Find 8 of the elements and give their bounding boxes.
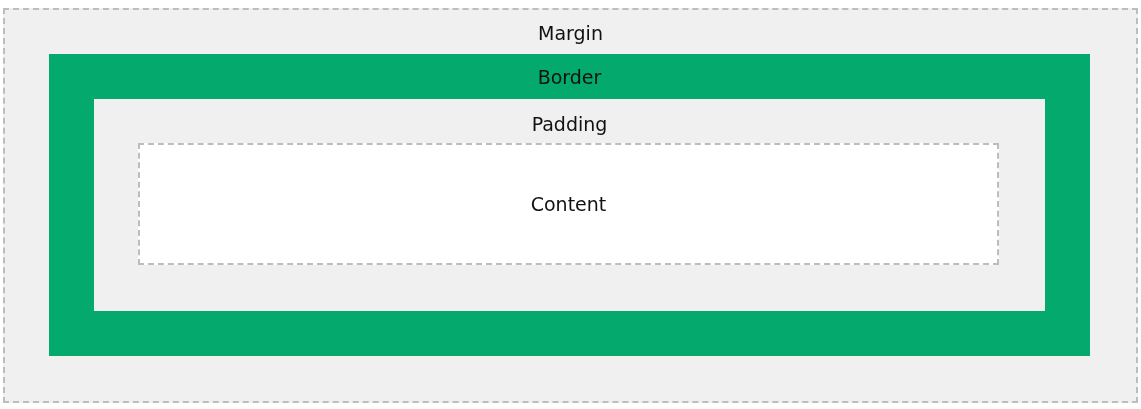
- margin-area: [3, 8, 1138, 403]
- padding-area: [94, 99, 1045, 311]
- area-label: Content: [530, 192, 607, 216]
- border-area: [49, 54, 1090, 356]
- content-area: [138, 143, 999, 265]
- area-label: Margin: [538, 21, 603, 45]
- area-label: Border: [537, 65, 602, 89]
- area-label: Padding: [531, 112, 608, 136]
